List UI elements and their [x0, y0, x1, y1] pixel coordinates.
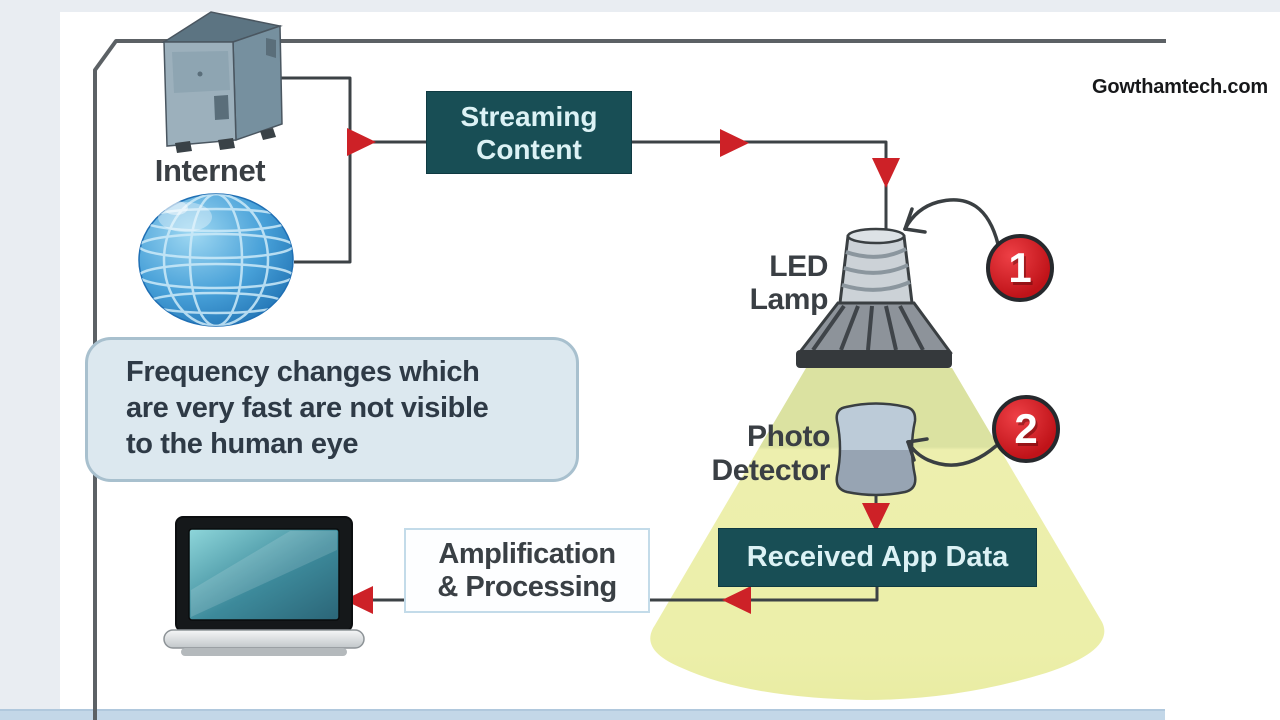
bottom-bar: [0, 709, 1165, 720]
page-background-top: [0, 0, 1280, 12]
page-background-left: [0, 0, 60, 712]
step-1-marker: 1: [986, 234, 1054, 302]
watermark: Gowthamtech.com: [1092, 76, 1268, 98]
received-app-data-box: Received App Data: [719, 529, 1036, 586]
laptop-icon: [163, 516, 365, 656]
flow-arrows: [344, 128, 900, 614]
arrow-down-icon: [862, 503, 890, 532]
led-lamp-icon: [796, 227, 953, 368]
arrow-down-icon: [872, 158, 900, 188]
photo-detector-label: Photo Detector: [711, 420, 831, 487]
callout-arrows: [903, 198, 1000, 467]
amplification-line: Amplification: [438, 537, 616, 570]
step-2-marker: 2: [992, 395, 1060, 463]
frequency-note: Frequency changes which are very fast ar…: [85, 337, 579, 482]
photo-detector-icon: [835, 402, 917, 497]
frequency-note-line: to the human eye: [126, 428, 359, 460]
internet-label: Internet: [154, 153, 266, 188]
streaming-content-line: Content: [476, 133, 582, 165]
led-lamp-label: LED Lamp: [749, 250, 829, 316]
arrow-right-icon: [347, 128, 376, 156]
amplification-processing-box: Amplification & Processing: [404, 528, 650, 613]
frequency-note-line: are very fast are not visible: [126, 392, 489, 424]
streaming-content-box: Streaming Content: [427, 92, 631, 173]
globe-icon: [138, 193, 294, 327]
received-app-data-label: Received App Data: [746, 541, 1009, 573]
frequency-note-line: Frequency changes which: [126, 356, 480, 388]
server-icon: [161, 11, 283, 153]
arrow-right-icon: [720, 129, 749, 157]
arrow-left-icon: [722, 586, 751, 614]
arrow-left-icon: [344, 586, 373, 614]
streaming-content-line: Streaming: [460, 100, 598, 132]
amplification-line: & Processing: [437, 570, 617, 603]
